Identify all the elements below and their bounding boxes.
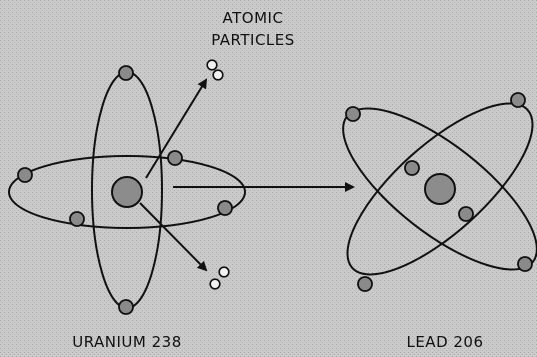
uranium-label: URANIUM 238 [52, 331, 202, 353]
atomic-particles-label-line1: ATOMIC [198, 7, 308, 29]
lead-electron [358, 277, 372, 291]
particle [219, 267, 229, 277]
particle [213, 70, 223, 80]
lead-electron [346, 107, 360, 121]
uranium-electron [119, 66, 133, 80]
uranium-electron [18, 168, 32, 182]
particle [210, 279, 220, 289]
uranium-nucleus [112, 177, 142, 207]
lead-label: LEAD 206 [390, 331, 500, 353]
uranium-electron [119, 300, 133, 314]
lead-nucleus [425, 174, 455, 204]
lead-electron [405, 161, 419, 175]
lead-electron [511, 93, 525, 107]
atomic-particles-label-line2: PARTICLES [198, 29, 308, 51]
atomic-particles-label: ATOMIC PARTICLES [198, 7, 308, 51]
particle [207, 60, 217, 70]
uranium-electron [218, 201, 232, 215]
lead-electron [459, 207, 473, 221]
lead-electron [518, 257, 532, 271]
uranium-electron [70, 212, 84, 226]
uranium-electron [168, 151, 182, 165]
